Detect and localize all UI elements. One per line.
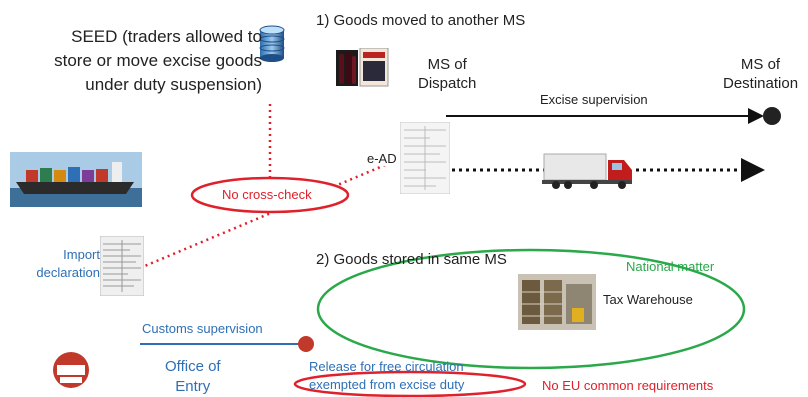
seed-line-2: store or move excise goods [54,51,262,70]
ms-destination-line-1: MS of [740,56,781,73]
exempted-ellipse [293,370,527,397]
seed-description: SEED (traders allowed to store or move e… [54,25,262,97]
ead-document [399,121,451,195]
seed-line-1: SEED (traders allowed to [71,27,262,46]
customs-supervision-label: Customs supervision [142,321,263,336]
ms-destination-line-2: Destination [723,75,799,92]
import-to-ead-dotted-line [139,158,398,270]
no-cross-check-ellipse [190,176,350,214]
seed-line-3: under duty suspension) [85,75,262,94]
no-cross-check-label: No cross-check [222,187,312,202]
truck-image [542,150,634,190]
office-of-entry-line-2: Entry [175,378,211,395]
ms-dispatch-line-2: Dispatch [418,75,477,92]
import-declaration-label: Import declaration [36,246,100,282]
warehouse-image [518,274,596,330]
database-icon [259,25,285,62]
office-of-entry-dot [298,336,314,352]
destination-dot [763,107,781,125]
release-label: Release for free circulation exempted fr… [309,358,464,394]
office-of-entry-label: Office of Entry [165,357,221,397]
section-2-title: 2) Goods stored in same MS [316,251,507,268]
import-declaration-line-2: declaration [36,265,100,280]
import-declaration-line-1: Import [63,247,100,262]
office-of-entry-line-1: Office of [165,358,221,375]
ead-label: e-AD [365,151,399,166]
goods-image [336,47,390,88]
customs-stop-sign-icon [52,351,90,389]
excise-supervision-label: Excise supervision [540,92,648,107]
tax-warehouse-label: Tax Warehouse [603,292,693,307]
release-line-2: exempted from excise duty [309,377,465,392]
ms-of-dispatch: MS of Dispatch [418,55,476,93]
national-matter-label: National matter [626,259,715,274]
ship-image [10,152,142,207]
ms-dispatch-line-1: MS of [427,56,467,73]
release-line-1: Release for free circulation [309,359,464,374]
ms-of-destination: MS of Destination [723,55,798,93]
national-matter-ellipse [316,248,746,370]
no-eu-requirements-label: No EU common requirements [542,378,714,393]
section-1-title: 1) Goods moved to another MS [316,12,526,29]
import-declaration-document [99,235,145,297]
